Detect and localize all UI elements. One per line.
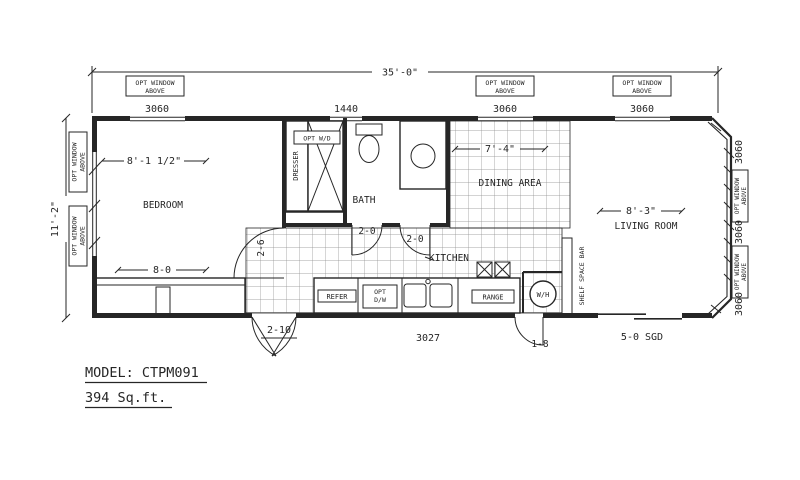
opt-window-box-left-2-line1: OPT WINDOW — [71, 216, 79, 255]
opt-window-box-right-2-line1: OPT WINDOW — [734, 254, 741, 291]
closet-width-dim: 8-0 — [153, 265, 171, 276]
lavatory-sink — [410, 143, 436, 169]
bedroom-label: BEDROOM — [143, 200, 183, 211]
toilet-bowl — [358, 135, 380, 163]
refrigerator-label: REFER — [326, 293, 348, 301]
overall-width-dim: 35'-0" — [382, 68, 418, 79]
bath-door-kitchen — [399, 224, 431, 256]
door-swings — [233, 224, 544, 357]
exterior-walls — [88, 116, 735, 320]
bar-label: SHELF SPACE BAR — [578, 247, 586, 306]
opt-window-box-3-line1: OPT WINDOW — [622, 79, 661, 87]
dimension-lines — [61, 66, 723, 339]
entry-door-dim: 2-10 — [267, 325, 291, 336]
opt-window-box-right-1-line1: OPT WINDOW — [734, 178, 741, 215]
bedroom-door-dim: 2-6 — [256, 239, 267, 256]
bath-label: BATH — [353, 195, 376, 206]
closet-post — [155, 286, 171, 315]
opt-window-box-left-1-line2: ABOVE — [79, 152, 87, 172]
bar-counter — [561, 237, 573, 315]
sink-bowl-left — [403, 283, 427, 308]
entry-door — [251, 316, 297, 357]
bay-window — [707, 117, 735, 319]
opt-window-box-3 — [612, 75, 672, 97]
bedroom-door — [233, 227, 285, 279]
window-size-right-3: 3060 — [734, 292, 745, 316]
opt-window-box-left-1 — [68, 131, 88, 193]
opt-window-box-left-2-line2: ABOVE — [79, 226, 87, 246]
dishwasher-label-line1: OPT — [374, 288, 386, 296]
opt-window-box-right-2 — [731, 245, 749, 299]
living-width-dim: 8'-3" — [626, 206, 656, 217]
bath-door-hall — [351, 224, 383, 256]
sink-size-label: 3027 — [416, 333, 440, 344]
left-window-labels: OPT WINDOW ABOVE OPT WINDOW ABOVE — [68, 131, 88, 267]
water-heater-label: W/H — [537, 291, 550, 299]
opt-window-box-left-2 — [68, 205, 88, 267]
patio-door-dim: 5-0 SGD — [621, 332, 663, 343]
bedroom-closet — [94, 277, 246, 315]
window-size-right-2: 3060 — [734, 220, 745, 244]
kitchen-counter — [313, 261, 521, 314]
bath-and-utility-fixtures — [285, 120, 447, 212]
toilet-tank — [355, 123, 383, 136]
refrigerator-box — [317, 289, 357, 303]
opt-window-box-right-1-line2: ABOVE — [741, 187, 748, 205]
opt-window-box-2-line1: OPT WINDOW — [485, 79, 524, 87]
opt-window-box-1-line1: OPT WINDOW — [135, 79, 174, 87]
dining-label: DINING AREA — [479, 178, 542, 189]
water-heater-closet — [522, 271, 562, 313]
sink-bowl-right — [429, 283, 453, 308]
dresser-label: DRESSER — [292, 150, 300, 180]
dishwasher-label-line2: D/W — [374, 296, 386, 304]
range-label: RANGE — [482, 294, 503, 302]
window-size-3: 3060 — [493, 104, 517, 115]
utility-door — [514, 316, 544, 346]
utility-door-dim: 1-8 — [531, 339, 548, 350]
kitchen-label: KITCHEN — [429, 253, 469, 264]
washer-dryer-label-box — [293, 130, 341, 145]
model-number: MODEL: CTPM091 — [85, 365, 199, 381]
faucet — [425, 278, 431, 285]
dishwasher-box — [362, 284, 398, 309]
opt-window-box-3-line2: ABOVE — [632, 87, 652, 95]
bath-door-hall-dim: 2-0 — [358, 226, 375, 237]
overall-height-dim: 11'-2" — [50, 201, 61, 237]
interior-walls — [282, 118, 450, 228]
range-box — [471, 289, 515, 304]
sliding-glass-door — [598, 313, 682, 320]
title-block: MODEL: CTPM091 394 Sq.ft. — [85, 365, 207, 409]
top-windows — [130, 116, 670, 122]
living-label: LIVING ROOM — [615, 221, 678, 232]
opt-window-box-1 — [125, 75, 185, 97]
opt-window-box-left-1-line1: OPT WINDOW — [71, 142, 79, 181]
window-size-1: 3060 — [145, 104, 169, 115]
window-size-4: 3060 — [630, 104, 654, 115]
bath-door-kitchen-dim: 2-0 — [406, 234, 423, 245]
opt-window-box-2-line2: ABOVE — [495, 87, 515, 95]
window-size-2: 1440 — [334, 104, 358, 115]
dining-width-dim: 7'-4" — [485, 144, 515, 155]
bedroom-width-dim: 8'-1 1/2" — [127, 156, 181, 167]
opt-window-box-right-2-line2: ABOVE — [741, 263, 748, 281]
window-size-right-1: 3060 — [734, 140, 745, 164]
opt-window-box-1-line2: ABOVE — [145, 87, 165, 95]
washer-dryer-label: OPT W/D — [303, 135, 330, 143]
water-heater — [529, 280, 557, 308]
top-window-labels: OPT WINDOW ABOVE 3060 1440 OPT WINDOW AB… — [125, 75, 672, 115]
right-window-labels: 3060 OPT WINDOW ABOVE 3060 OPT WINDOW AB… — [731, 140, 749, 316]
opt-window-box-right-1 — [731, 169, 749, 223]
square-footage: 394 Sq.ft. — [85, 390, 166, 406]
opt-window-box-2 — [475, 75, 535, 97]
